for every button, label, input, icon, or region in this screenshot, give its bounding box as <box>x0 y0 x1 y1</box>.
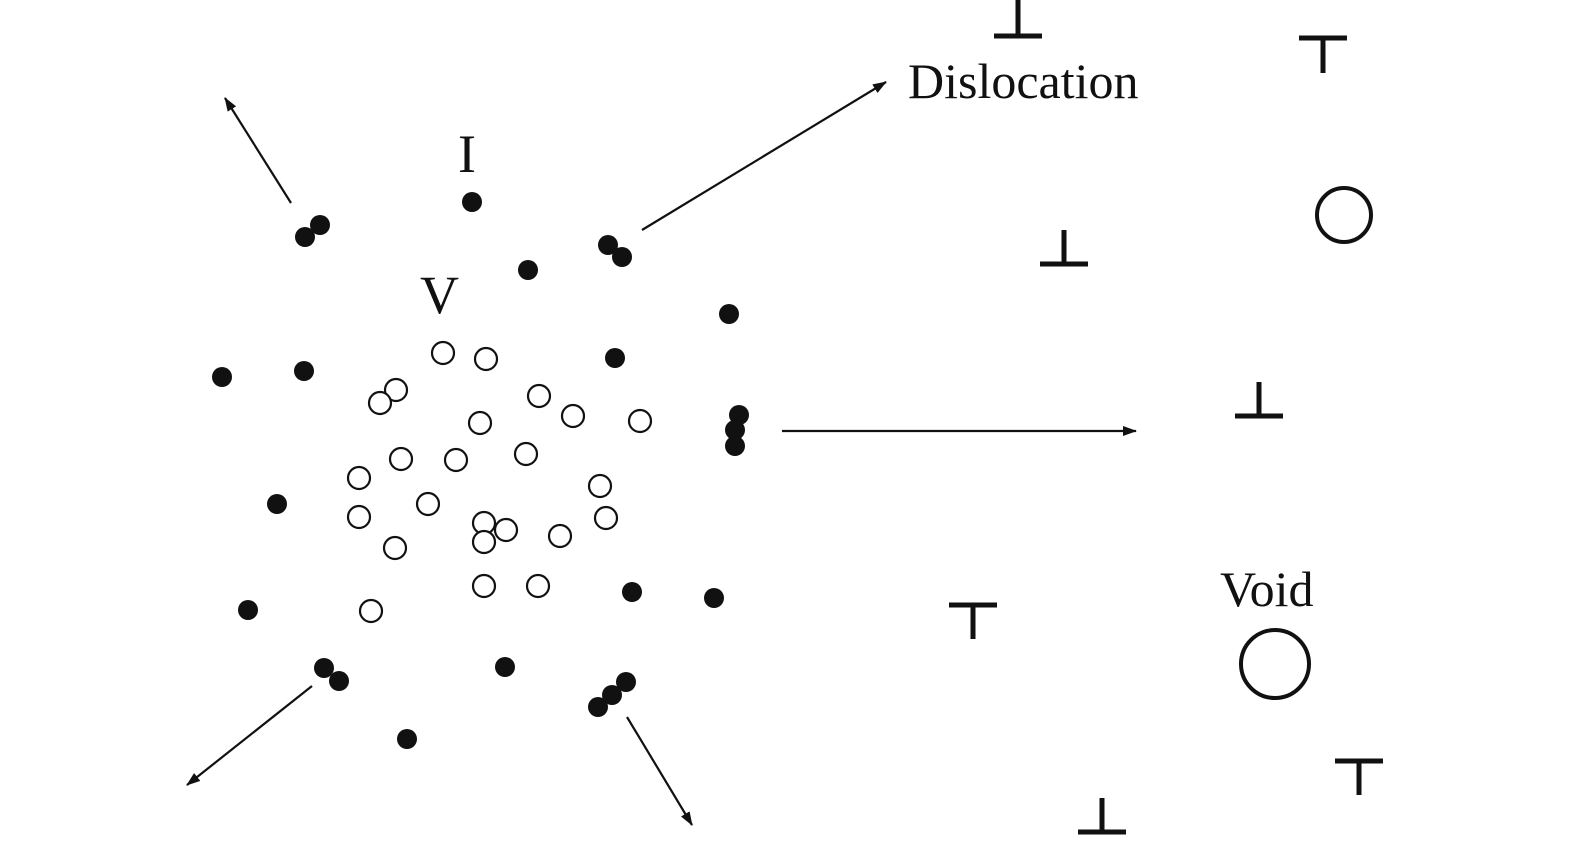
interstitial-dot <box>719 304 739 324</box>
di-interstitial-dot <box>725 420 745 440</box>
arrow-to-lower-right <box>626 716 693 826</box>
di-interstitial-dot <box>725 436 745 456</box>
interstitial-dot <box>605 348 625 368</box>
dislocation-symbol <box>1078 798 1126 835</box>
vacancy-circle <box>443 447 469 473</box>
vacancy-circle <box>346 465 372 491</box>
di-interstitial-dot <box>598 235 618 255</box>
vacancy-circle <box>547 523 573 549</box>
di-interstitial-dot <box>295 227 315 247</box>
vacancy-circle <box>415 491 441 517</box>
di-interstitial-dot <box>729 405 749 425</box>
vacancy-circle <box>627 408 653 434</box>
vacancy-circle <box>587 473 613 499</box>
interstitial-dot <box>397 729 417 749</box>
interstitial-dot <box>462 192 482 212</box>
dislocation-symbol <box>1335 758 1383 795</box>
vacancy-circle <box>383 377 409 403</box>
dislocations <box>949 0 1383 835</box>
di-interstitial-dot <box>588 697 608 717</box>
dislocation-label: Dislocation <box>908 53 1139 109</box>
interstitial-dot <box>294 361 314 381</box>
void-label: Void <box>1220 561 1314 617</box>
vacancy-circle <box>430 340 456 366</box>
interstitial-dot <box>267 494 287 514</box>
arrow-to-dislocation <box>641 81 887 231</box>
vacancy-circle <box>525 573 551 599</box>
vacancy-circle <box>346 504 372 530</box>
vacancy-circle <box>358 598 384 624</box>
di-interstitial-dot <box>616 672 636 692</box>
interstitial-dot <box>238 600 258 620</box>
di-interstitial-dot <box>602 685 622 705</box>
interstitial-dot <box>495 657 515 677</box>
voids <box>1239 186 1373 700</box>
interstitial-dot <box>622 582 642 602</box>
dislocation-symbol <box>949 602 997 639</box>
dislocation-symbol <box>994 0 1042 39</box>
vacancy-label: V <box>420 265 459 325</box>
dislocation-symbol <box>1040 230 1088 267</box>
void-circle <box>1315 186 1373 244</box>
di-interstitial-dot <box>310 215 330 235</box>
vacancy-circle <box>467 410 493 436</box>
vacancy-circle <box>367 390 393 416</box>
dislocation-symbol <box>1235 382 1283 419</box>
vacancy-circle <box>473 346 499 372</box>
dislocation-symbol <box>1299 35 1347 73</box>
vacancy-circle <box>382 535 408 561</box>
di-interstitial-dot <box>329 671 349 691</box>
void-circle <box>1239 628 1311 700</box>
interstitial-dot <box>212 367 232 387</box>
di-interstitial-dot <box>314 658 334 678</box>
arrow-to-upper-left <box>224 97 292 204</box>
arrows <box>186 81 1137 826</box>
vacancy-circle <box>526 383 552 409</box>
di-interstitial-dot <box>612 247 632 267</box>
interstitial-label: I <box>458 124 476 184</box>
interstitial-dot <box>518 260 538 280</box>
interstitial-dot <box>704 588 724 608</box>
vacancy-circle <box>471 529 497 555</box>
vacancy-cluster <box>346 340 653 624</box>
vacancy-circle <box>493 517 519 543</box>
vacancy-circle <box>471 573 497 599</box>
di-interstitial-pairs <box>295 215 749 717</box>
vacancy-circle <box>560 403 586 429</box>
vacancy-circle <box>513 441 539 467</box>
interstitial-atoms <box>212 192 739 749</box>
vacancy-circle <box>593 505 619 531</box>
arrow-to-lower-left <box>186 685 313 786</box>
vacancy-circle <box>388 446 414 472</box>
